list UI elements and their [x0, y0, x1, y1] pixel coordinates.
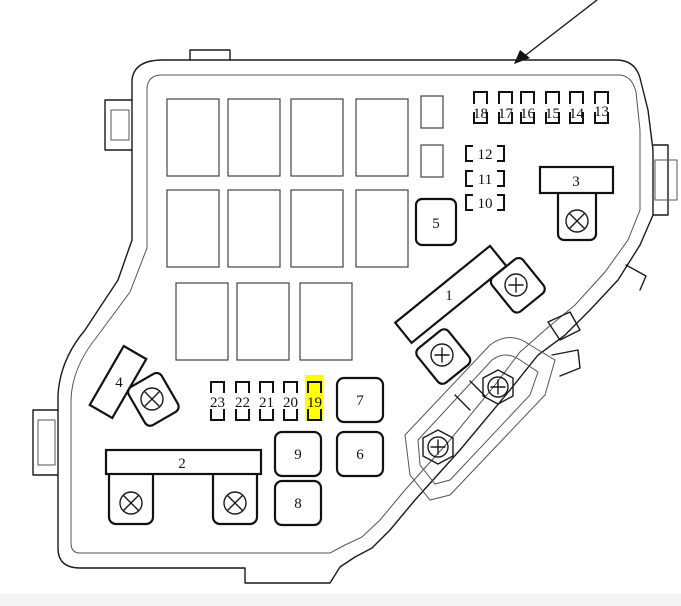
fuse-6-label: 6 [356, 447, 364, 463]
pointer-arrow [514, 0, 598, 64]
fuse-8: 8 [273, 479, 323, 527]
fuse-7-label: 7 [356, 393, 364, 409]
fuse-8-label: 8 [294, 496, 302, 512]
mini-fuse-column: 12 11 10 [465, 145, 505, 212]
fuse-19-label: 19 [307, 395, 322, 411]
fuse-14-label: 14 [569, 106, 585, 122]
fuse-11-label: 11 [478, 172, 492, 188]
fuse-23-label: 23 [210, 395, 225, 411]
fuse-3-label: 3 [572, 174, 580, 190]
fuse-5: 5 [414, 197, 458, 247]
fuse-17: 17 [498, 91, 514, 124]
fuse-21-label: 21 [259, 395, 274, 411]
fuse-19-highlight [305, 375, 323, 421]
fuse-16: 16 [520, 91, 536, 124]
fuse-9-label: 9 [294, 447, 302, 463]
fuse-18: 18 [473, 91, 488, 124]
fuse-17-label: 17 [498, 106, 514, 122]
fuse-22: 22 [235, 381, 250, 421]
fuse-18-label: 18 [473, 106, 488, 122]
terminal-bolt-lower [422, 429, 454, 465]
fuse-4: 4 [88, 344, 180, 427]
fuse-21: 21 [259, 381, 274, 421]
fuse-20: 20 [283, 381, 298, 421]
fuse-9: 9 [273, 430, 323, 478]
mini-fuse-row-top: 18 17 16 15 14 13 [473, 91, 609, 124]
fuse-12: 12 [465, 145, 505, 163]
fuse-16-label: 16 [520, 106, 536, 122]
fuse-15-label: 15 [545, 106, 560, 122]
fuse-23: 23 [210, 381, 225, 421]
fuse-20-label: 20 [283, 395, 298, 411]
fuse-box-housing [32, 49, 678, 584]
fuse-10: 10 [465, 194, 505, 212]
fuse-2-label: 2 [178, 456, 186, 472]
fuse-12-label: 12 [478, 147, 493, 163]
page-bottom-strip [0, 594, 681, 606]
relay-grid [166, 95, 444, 361]
fuse-1: 1 [393, 244, 546, 385]
fuse-6: 6 [335, 430, 385, 478]
fuse-15: 15 [545, 91, 560, 124]
battery-terminal-block [404, 337, 556, 501]
fuse-2: 2 [104, 448, 263, 526]
fuse-7: 7 [335, 376, 385, 424]
fuse-19: 19 [307, 381, 322, 421]
fuse-11: 11 [465, 170, 505, 188]
fuse-5-label: 5 [432, 216, 440, 232]
fuse-10-label: 10 [478, 196, 493, 212]
fuse-13: 13 [594, 91, 609, 124]
fuse-14: 14 [569, 91, 585, 124]
mini-fuse-row-bottom: 23 22 21 20 19 [210, 375, 323, 421]
fuse-1-label: 1 [445, 288, 453, 304]
fuse-13-label: 13 [594, 104, 609, 120]
terminal-bolt-upper [482, 369, 514, 405]
fuse-22-label: 22 [235, 395, 250, 411]
fuse-3: 3 [538, 165, 615, 242]
fuse-4-label: 4 [115, 375, 123, 391]
